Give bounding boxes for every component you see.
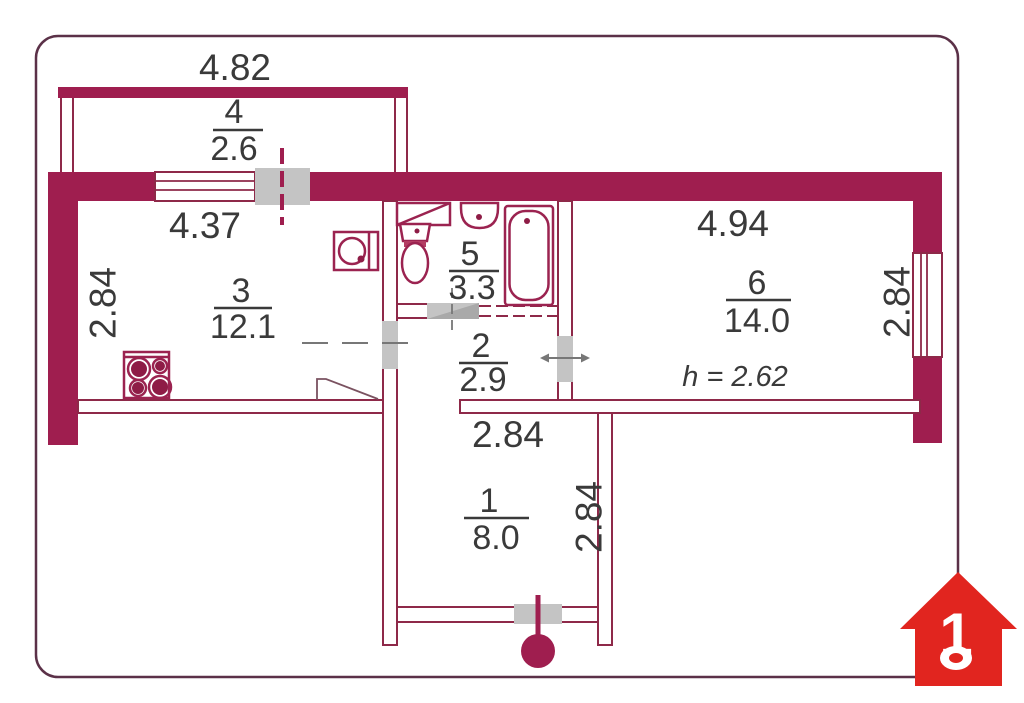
wall-left xyxy=(48,172,78,445)
bathtub-drain xyxy=(524,218,530,224)
entry-bottom-wall xyxy=(389,606,606,623)
door-hall-living-arrow-right xyxy=(581,353,590,363)
door-kitchen-hall xyxy=(382,321,398,369)
stove xyxy=(122,350,173,400)
dim-hall-width: 2.84 xyxy=(472,414,544,455)
room-kitchen-area: 12.1 xyxy=(210,308,276,346)
dim-living-depth: 2.84 xyxy=(877,266,918,338)
toilet-bowl xyxy=(400,241,430,285)
room-entry-area: 8.0 xyxy=(472,519,519,557)
door-hall-living-arrow-left xyxy=(540,353,549,363)
dim-kitchen-width: 4.37 xyxy=(169,205,241,246)
stove-burner-2 xyxy=(155,361,165,371)
bathroom-bottom-wall xyxy=(396,303,430,319)
doors xyxy=(302,288,590,668)
dim-kitchen-depth: 2.84 xyxy=(83,267,124,339)
stove-burner-ring-3 xyxy=(128,378,148,398)
room-hallway-number: 2 xyxy=(472,327,491,365)
vent-box xyxy=(395,201,452,227)
washing-machine-knob xyxy=(357,255,365,263)
washing-machine xyxy=(332,230,380,272)
window-kitchen-balcony xyxy=(154,171,256,202)
room-balcony-number: 4 xyxy=(225,93,244,131)
entry-right-wall xyxy=(597,412,613,646)
fixtures xyxy=(122,201,555,400)
door-bathroom-shade xyxy=(427,303,479,319)
dim-living-width: 4.94 xyxy=(697,203,769,244)
logo-key-hole xyxy=(949,653,963,663)
bathtub-inner xyxy=(508,209,550,302)
labels: 4.82 4.37 2.84 4.94 2.84 2.84 2.84 4 2.6… xyxy=(83,47,918,557)
room-entry-number: 1 xyxy=(480,482,499,520)
logo-house: 1 xyxy=(900,572,1017,686)
stove-burner-ring-2 xyxy=(151,357,169,375)
interior-walls xyxy=(77,200,921,646)
partition-kitchen-hall xyxy=(382,200,398,646)
washing-machine-drum xyxy=(337,236,367,266)
balcony-wall-top xyxy=(58,87,408,98)
dim-balcony-width: 4.82 xyxy=(199,47,271,88)
logo-house-shape xyxy=(900,572,1017,686)
windows xyxy=(154,171,943,358)
balcony-wall-right xyxy=(394,89,408,175)
living-bottom-wall xyxy=(459,399,921,414)
bathtub xyxy=(503,204,555,307)
kitchen-door-swing xyxy=(316,378,379,400)
room-living-number: 6 xyxy=(748,264,767,302)
vent-box-diagonal xyxy=(396,201,451,227)
room-kitchen-number: 3 xyxy=(232,272,251,310)
stove-burner-3 xyxy=(132,382,144,394)
room-bathroom-area: 3.3 xyxy=(448,269,495,307)
balcony-wall-left xyxy=(60,89,74,175)
frame-border xyxy=(34,34,960,679)
kitchen-bottom-wall xyxy=(77,399,384,414)
ceiling-height-label: h = 2.62 xyxy=(682,361,788,393)
toilet xyxy=(398,222,432,285)
room-hallway-area: 2.9 xyxy=(459,361,506,399)
bathtub-outer xyxy=(503,204,555,307)
stove-burner-4 xyxy=(152,379,168,395)
entrance-dot xyxy=(521,634,555,668)
sink xyxy=(459,201,500,230)
dim-entry-depth: 2.84 xyxy=(569,481,610,553)
room-balcony-area: 2.6 xyxy=(210,130,257,168)
toilet-button xyxy=(414,228,420,234)
room-living-area: 14.0 xyxy=(724,302,790,340)
room-bathroom-number: 5 xyxy=(461,235,480,273)
sink-drain xyxy=(476,214,482,220)
stove-burner-ring-4 xyxy=(147,374,173,400)
stove-burner-1 xyxy=(131,361,147,377)
